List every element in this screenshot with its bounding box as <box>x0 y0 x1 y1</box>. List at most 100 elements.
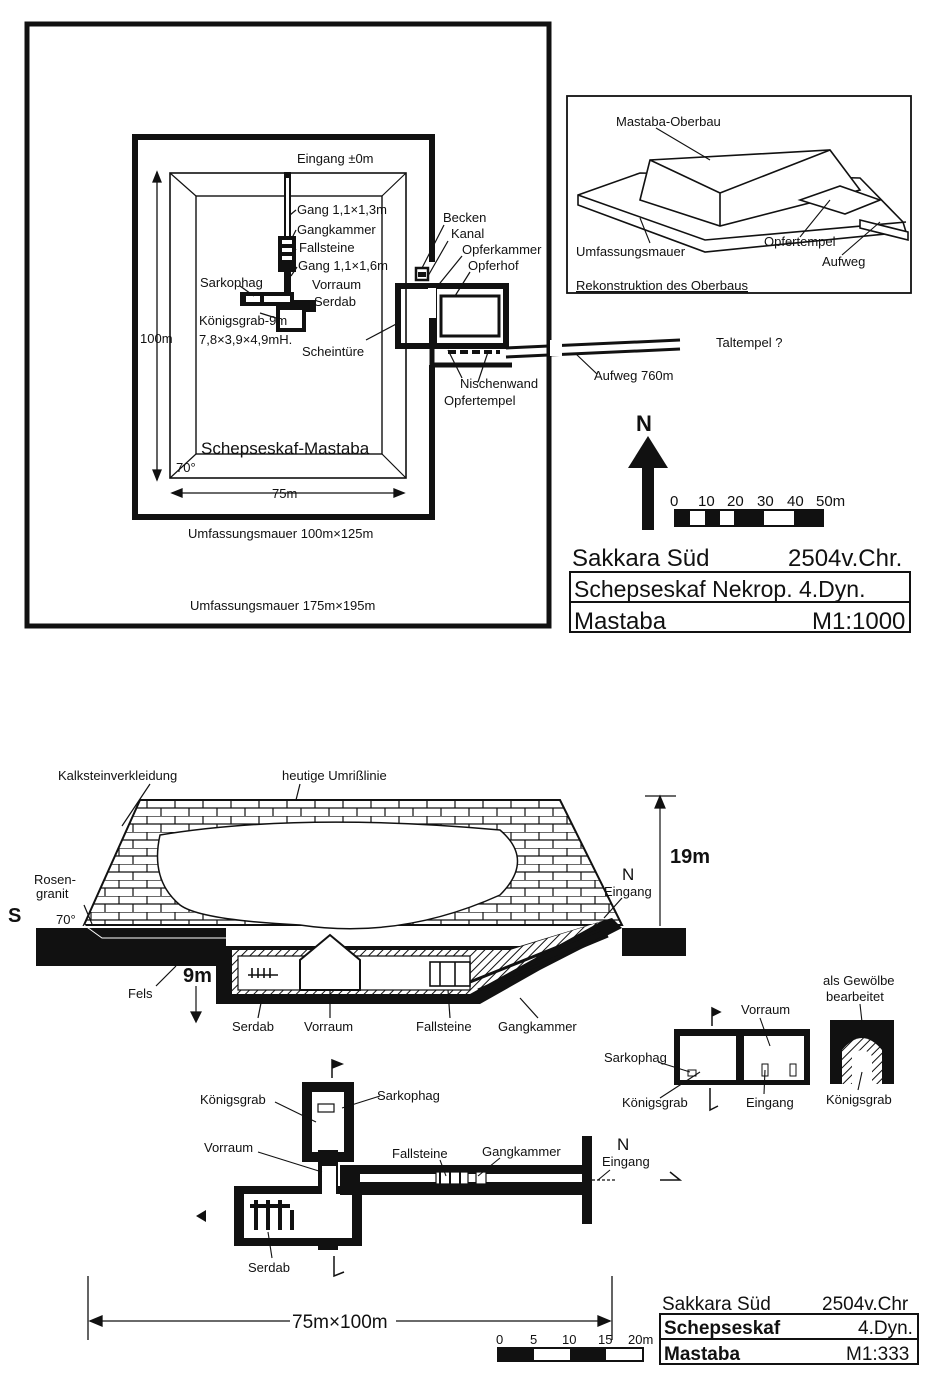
section-label-angle: 70° <box>56 912 76 927</box>
label-opferkammer: Opferkammer <box>462 242 542 257</box>
scale-top-tick-3: 30 <box>757 493 774 510</box>
title-bottom-site: Sakkara Süd <box>662 1294 771 1315</box>
cross-leaders <box>657 1003 863 1099</box>
bottom-label-n: N <box>617 1135 629 1154</box>
north-arrow-top: N <box>628 411 668 530</box>
section-drawing: Kalksteinverkleidung heutige Umrißlinie … <box>8 768 710 1034</box>
cross-label-vorraum: Vorraum <box>741 1002 790 1017</box>
label-aufweg: Aufweg 760m <box>594 368 674 383</box>
mastaba-edges <box>169 172 407 479</box>
label-serdab: Serdab <box>314 294 356 309</box>
label-inner-wall: Umfassungsmauer 100m×125m <box>188 526 373 541</box>
scale-top-tick-0: 0 <box>670 493 678 510</box>
bottom-label-vorraum: Vorraum <box>204 1140 253 1155</box>
section-leaders <box>83 783 676 1024</box>
label-gangkammer: Gangkammer <box>297 222 376 237</box>
bottom-label-serdab: Serdab <box>248 1260 290 1275</box>
label-vorraum: Vorraum <box>312 277 361 292</box>
title-bottom-date: 2504v.Chr <box>822 1294 909 1315</box>
ground-left <box>36 928 226 966</box>
inner-enclosure-wall <box>132 134 435 520</box>
label-koenigsgrab: Königsgrab-9m <box>199 313 287 328</box>
section-label-fallsteine: Fallsteine <box>416 1019 472 1034</box>
title-bottom-name: Schepseskaf <box>664 1318 781 1339</box>
scale-top-tick-5: 50m <box>816 493 845 510</box>
section-label-vorraum: Vorraum <box>304 1019 353 1034</box>
recon-label-aufweg: Aufweg <box>822 254 865 269</box>
bottom-label-koenigsgrab: Königsgrab <box>200 1092 266 1107</box>
cross-label-gewoelbe1: als Gewölbe <box>823 973 895 988</box>
outer-enclosure-wall <box>24 21 552 629</box>
substructure-plan-bottom: Königsgrab Sarkophag Vorraum Fallsteine … <box>196 1058 683 1278</box>
label-becken: Becken <box>443 210 486 225</box>
north-label-top: N <box>636 411 652 436</box>
cross-label-gewoelbe2: bearbeitet <box>826 989 884 1004</box>
label-scheintuere: Scheintüre <box>302 344 364 359</box>
bottom-plan-leaders <box>257 1095 611 1259</box>
scale-top-tick-1: 10 <box>698 493 715 510</box>
cross-label-koenigsgrab2: Königsgrab <box>826 1092 892 1107</box>
bottom-label-fallsteine: Fallsteine <box>392 1146 448 1161</box>
ground-right <box>622 928 686 956</box>
mortuary-temple-plan <box>395 266 681 368</box>
scale-bar-top: 0 10 20 30 40 50m <box>670 493 845 527</box>
scale-bottom-tick-2: 10 <box>562 1332 576 1347</box>
section-label-granit: granit <box>36 886 69 901</box>
section-label-kalkstein: Kalksteinverkleidung <box>58 768 177 783</box>
bottom-label-dims: 75m×100m <box>292 1312 388 1333</box>
title-bottom-scale: M1:333 <box>846 1344 909 1365</box>
title-bottom-type: Mastaba <box>664 1344 740 1365</box>
section-label-height: 19m <box>670 846 710 868</box>
title-bottom-dyn: 4.Dyn. <box>858 1318 913 1339</box>
section-label-eingang: Eingang <box>604 884 652 899</box>
section-label-gangkammer: Gangkammer <box>498 1019 577 1034</box>
dimension-bottom <box>87 1276 613 1340</box>
scale-bottom-tick-4: 20m <box>628 1332 653 1347</box>
cross-label-koenigsgrab: Königsgrab <box>622 1095 688 1110</box>
section-label-rosen: Rosen- <box>34 872 76 887</box>
label-kanal: Kanal <box>451 226 484 241</box>
label-sarkophag: Sarkophag <box>200 275 263 290</box>
title-top-site: Sakkara Süd <box>572 545 709 572</box>
scale-bottom-tick-0: 0 <box>496 1332 503 1347</box>
scale-top-tick-4: 40 <box>787 493 804 510</box>
label-opferhof: Opferhof <box>468 258 519 273</box>
scale-bottom-tick-3: 15 <box>598 1332 612 1347</box>
title-block-top: Sakkara Süd 2504v.Chr. Schepseskaf Nekro… <box>569 545 911 635</box>
recon-label-opfertempel: Opfertempel <box>764 234 836 249</box>
bottom-label-gangkammer: Gangkammer <box>482 1144 561 1159</box>
cross-sections: als Gewölbe bearbeitet Vorraum Sarkophag… <box>604 973 895 1112</box>
label-height-100m: 100m <box>140 331 173 346</box>
section-label-s: S <box>8 905 21 927</box>
section-label-n: N <box>622 865 634 884</box>
label-nischenwand: Nischenwand <box>460 376 538 391</box>
reconstruction-sketch <box>577 149 909 253</box>
title-top-date: 2504v.Chr. <box>788 545 902 572</box>
present-outline <box>156 821 519 930</box>
label-taltempel: Taltempel ? <box>716 335 782 350</box>
dimension-lines-top <box>152 170 406 498</box>
recon-label-umfassungsmauer: Umfassungsmauer <box>576 244 686 259</box>
label-entrance: Eingang ±0m <box>297 151 374 166</box>
label-width-75m: 75m <box>272 486 297 501</box>
substructure-plan-top <box>240 172 316 332</box>
site-plan-top: Eingang ±0m Gang 1,1×1,3m Gangkammer Fal… <box>24 21 782 629</box>
label-opfertempel: Opfertempel <box>444 393 516 408</box>
section-label-fels: Fels <box>128 986 153 1001</box>
label-gang2: Gang 1,1×1,6m <box>298 258 388 273</box>
leader-lines-top <box>239 209 598 383</box>
section-label-depth: 9m <box>183 965 212 987</box>
reconstruction-inset: Mastaba-Oberbau Umfassungsmauer Opfertem… <box>566 95 912 294</box>
title-block-bottom: Sakkara Süd 2504v.Chr Schepseskaf 4.Dyn.… <box>659 1294 919 1365</box>
label-mastaba-name: Schepseskaf-Mastaba <box>201 439 370 458</box>
title-top-scale: M1:1000 <box>812 608 905 635</box>
section-label-serdab: Serdab <box>232 1019 274 1034</box>
title-top-name: Schepseskaf Nekrop. 4.Dyn. <box>574 576 865 602</box>
bottom-label-eingang: Eingang <box>602 1154 650 1169</box>
label-outer-wall: Umfassungsmauer 175m×195m <box>190 598 375 613</box>
scale-top-tick-2: 20 <box>727 493 744 510</box>
recon-label-oberbau: Mastaba-Oberbau <box>616 114 721 129</box>
recon-caption: Rekonstruktion des Oberbaus <box>576 278 748 293</box>
reconstruction-leaders <box>639 127 881 256</box>
causeway-plan <box>505 338 681 350</box>
